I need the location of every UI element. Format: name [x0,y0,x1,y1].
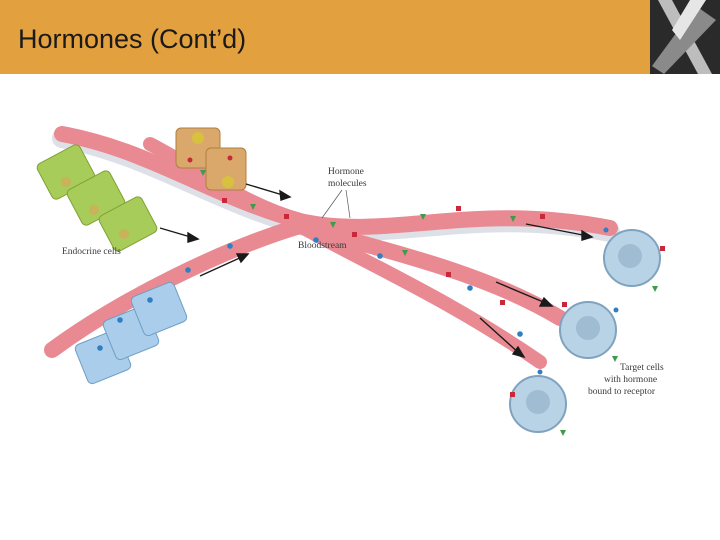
target-cells-label-2: with hormone [604,375,657,385]
hormone-molecules-label-1: Hormone [328,167,364,177]
target-cells-label-3: bound to receptor [588,387,656,397]
target-cells-label-1: Target cells [620,363,664,373]
hormone-transport-diagram: Hormone molecules Bloodstream Endocrine … [36,126,665,436]
flow-arrows [159,183,594,359]
logo [650,0,720,74]
green-endocrine-cells [36,144,158,252]
bloodstream-label: Bloodstream [298,241,347,251]
tan-endocrine-cells [175,127,247,191]
slide-title: Hormones (Cont’d) [18,24,247,54]
hormone-molecules-label-2: molecules [328,179,367,189]
endocrine-cells-label: Endocrine cells [62,247,121,257]
hormone-molecules [97,170,545,351]
blue-endocrine-cells [74,281,188,385]
target-cells [509,227,665,436]
title-bar [0,0,720,74]
